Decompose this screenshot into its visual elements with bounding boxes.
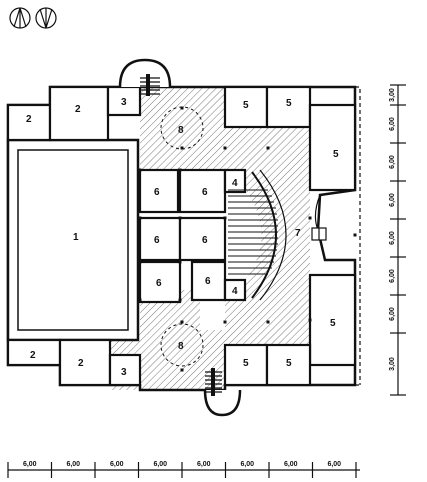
room-label: 1 [73,232,79,243]
room-5 [265,85,312,129]
room-6 [138,216,182,262]
room-1-inner [17,149,129,331]
room-label: 6 [156,278,162,289]
dimension-label: 6,00 [389,269,396,283]
room-6 [178,216,227,262]
column [138,298,142,302]
dimension-label: 3,00 [389,357,396,371]
room-label: 5 [243,100,249,111]
stair-tower [118,58,172,96]
room-label: 8 [178,341,184,352]
room-label: 3 [121,367,127,378]
room-label: 6 [154,187,160,198]
column [180,146,184,150]
room-label: 5 [286,358,292,369]
column [178,216,182,220]
dimension-label: 6,00 [389,117,396,131]
column [178,298,182,302]
column [138,168,142,172]
column [223,320,227,324]
room-label: 3 [121,97,127,108]
column [266,320,270,324]
column [178,260,182,264]
room-5 [265,343,312,387]
room-label: 6 [202,235,208,246]
room-8-circle [160,323,204,367]
room-3 [106,85,142,117]
dimension-label: 6,00 [389,307,396,321]
column [223,146,227,150]
room-label: 4 [232,178,238,189]
stair-tower [203,368,242,417]
room-4 [223,168,247,194]
column [353,233,357,237]
dashed-outline [320,86,361,385]
vertical-dimension-chain: 3,00 6,00 6,00 6,00 6,00 6,00 6,00 3,00 [389,84,406,396]
column [223,216,227,220]
dimension-label: 6,00 [23,461,37,468]
north-arrow-icon [9,7,31,29]
dimension-label: 6,00 [66,461,80,468]
room-label: 7 [295,228,301,239]
dimension-label: 6,00 [110,461,124,468]
column [266,146,270,150]
room-label: 6 [205,276,211,287]
column [180,320,184,324]
room-5 [223,85,269,129]
column [308,318,312,322]
dimension-label: 6,00 [284,461,298,468]
room-labels: 1 2 2 2 2 3 3 4 4 5 5 5 5 5 5 6 6 6 6 6 … [26,97,339,378]
horizontal-dimension-chain: 6,00 6,00 6,00 6,00 6,00 6,00 6,00 6,00 [7,461,360,478]
dimension-label: 6,00 [389,155,396,169]
room-6 [138,260,182,304]
column [180,106,184,110]
column [138,260,142,264]
dimension-label: 6,00 [389,231,396,245]
column [180,368,184,372]
room-label: 6 [154,235,160,246]
room-5 [308,273,357,367]
room-label: 5 [333,149,339,160]
room-label: 2 [26,114,32,125]
column [308,216,312,220]
room-6 [138,168,180,214]
room-5 [308,103,357,192]
column [178,168,182,172]
room-2 [6,103,52,142]
room-label: 8 [178,125,184,136]
dimension-label: 6,00 [197,461,211,468]
room-label: 6 [202,187,208,198]
room-label: 5 [330,318,336,329]
room-label: 2 [75,104,81,115]
dimension-label: 6,00 [389,193,396,207]
room-4 [223,278,247,302]
north-arrow-icon [35,7,57,29]
central-stair [228,169,287,301]
room-label: 2 [30,350,36,361]
entrance [311,194,327,261]
columns [138,106,357,372]
dimension-label: 6,00 [240,461,254,468]
room-label: 2 [78,358,84,369]
room-1 [6,138,140,342]
dimension-label: 6,00 [327,461,341,468]
dimension-label: 6,00 [153,461,167,468]
room-label: 5 [286,98,292,109]
room-label: 4 [232,286,238,297]
room-label: 5 [243,358,249,369]
room-2 [58,338,112,387]
column [138,216,142,220]
dimension-label: 3,00 [389,88,396,102]
room-3 [108,353,142,387]
